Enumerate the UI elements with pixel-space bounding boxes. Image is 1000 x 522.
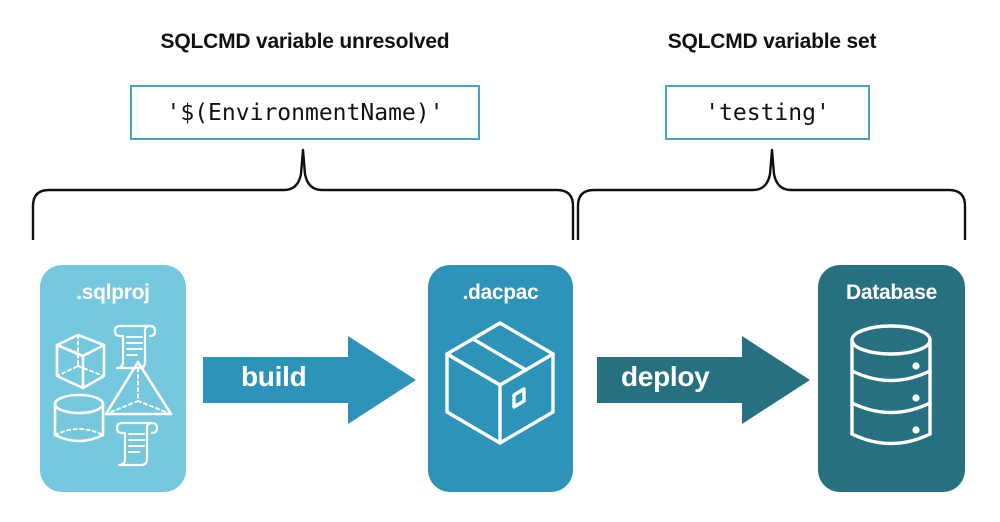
phase-heading-set: SQLCMD variable set <box>667 30 877 53</box>
arrow-build: build <box>203 334 418 431</box>
artifact-database-icons <box>818 313 965 488</box>
brace-right <box>573 148 970 245</box>
artifact-database[interactable]: Database <box>818 265 965 492</box>
package-box-icon <box>445 321 555 445</box>
arrow-right-icon <box>203 336 416 424</box>
brace-left-icon <box>31 148 575 242</box>
artifact-sqlproj-icons <box>40 313 186 483</box>
pyramid-icon <box>104 360 173 416</box>
scroll-icon <box>115 421 159 467</box>
sqlcmd-value-box-set: 'testing' <box>665 85 870 140</box>
scroll-icon <box>113 324 157 370</box>
artifact-sqlproj-label: .sqlproj <box>76 281 150 304</box>
sqlcmd-value-box-unresolved: '$(EnvironmentName)' <box>130 85 480 140</box>
artifact-sqlproj[interactable]: .sqlproj <box>40 265 186 492</box>
arrow-deploy-label: deploy <box>621 361 710 392</box>
arrow-right-icon <box>597 336 810 424</box>
artifact-dacpac-label: .dacpac <box>462 281 539 304</box>
artifact-dacpac-icons <box>428 313 573 488</box>
arrow-deploy: deploy <box>597 334 812 431</box>
cube-icon <box>55 333 106 390</box>
cylinder-icon <box>53 393 105 443</box>
brace-left <box>28 148 578 245</box>
phase-heading-unresolved: SQLCMD variable unresolved <box>160 30 450 53</box>
artifact-dacpac[interactable]: .dacpac <box>428 265 573 492</box>
database-cylinder-icon <box>850 324 932 446</box>
database-status-dots <box>912 362 920 434</box>
arrow-build-label: build <box>241 361 307 392</box>
artifact-database-label: Database <box>846 281 937 304</box>
brace-right-icon <box>576 148 967 242</box>
